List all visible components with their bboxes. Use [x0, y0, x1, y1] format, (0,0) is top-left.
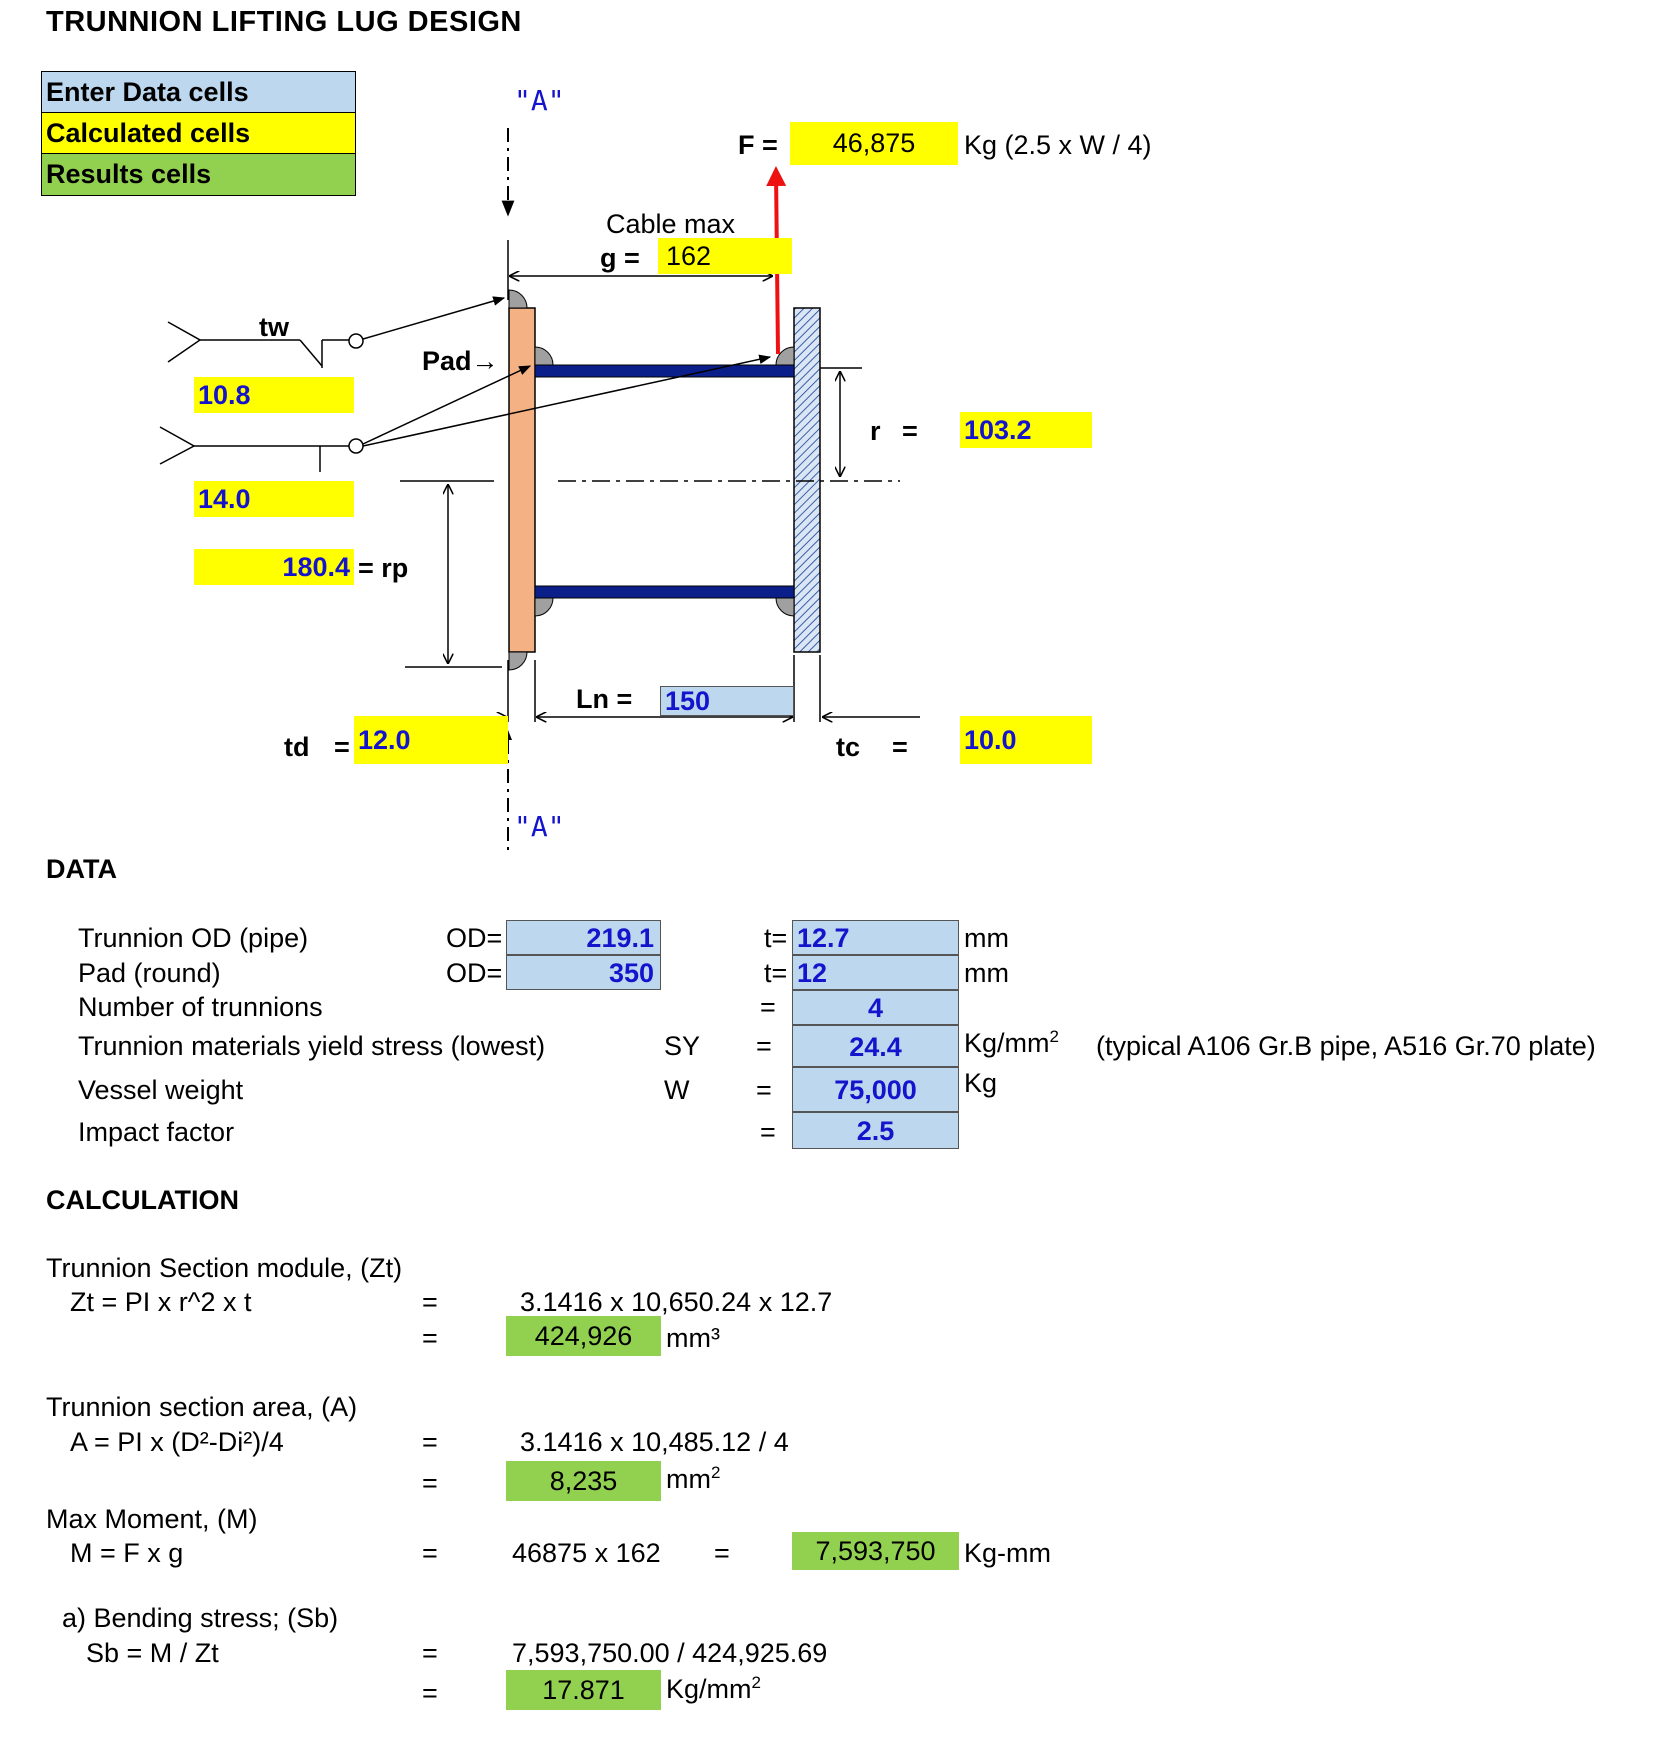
force-label: F = [738, 130, 778, 160]
yield-stress-input[interactable]: 24.4 [792, 1025, 959, 1067]
area-equals-1: = [422, 1427, 438, 1457]
tc-label: tc [836, 732, 861, 762]
zt-formula: Zt = PI x r^2 x t [70, 1287, 252, 1317]
trunnion-t-label: t= [764, 923, 788, 953]
bending-equals-2: = [422, 1678, 438, 1708]
rp-value: 180.4 [194, 549, 354, 585]
tw-label: tw [259, 312, 289, 342]
weld-symbol-2 [159, 354, 772, 507]
weld-size-2-value: 14.0 [194, 481, 354, 517]
force-value: 46,875 [790, 122, 958, 165]
bending-title: a) Bending stress; (Sb) [62, 1603, 339, 1633]
data-label-yield-stress: Trunnion materials yield stress (lowest) [78, 1031, 546, 1061]
area-title: Trunnion section area, (A) [46, 1392, 358, 1422]
r-dimension [820, 367, 862, 476]
g-label: g = [600, 243, 640, 273]
tc-value: 10.0 [960, 716, 1092, 764]
r-value: 103.2 [960, 412, 1092, 448]
td-label: td [284, 732, 310, 762]
legend-enter-data: Enter Data cells [42, 72, 355, 113]
vessel-shell [793, 307, 821, 653]
area-result: 8,235 [506, 1461, 661, 1501]
vessel-weight-input[interactable]: 75,000 [792, 1067, 959, 1112]
number-trunnions-equals: = [760, 992, 776, 1022]
zt-equals-1: = [422, 1287, 438, 1317]
bending-equals-1: = [422, 1638, 438, 1668]
force-unit: Kg (2.5 x W / 4) [964, 130, 1152, 160]
zt-result: 424,926 [506, 1316, 661, 1356]
legend-results: Results cells [42, 154, 355, 195]
weld-fillets [508, 289, 795, 671]
td-value: 12.0 [354, 716, 508, 764]
g-value: 162 [658, 238, 792, 274]
bending-formula: Sb = M / Zt [86, 1638, 219, 1668]
pad-od-label: OD= [446, 958, 503, 988]
impact-factor-input[interactable]: 2.5 [792, 1112, 959, 1149]
tc-equals: = [892, 732, 908, 762]
calculation-heading: CALCULATION [46, 1185, 239, 1215]
pad-plate [508, 307, 536, 653]
data-label-pad: Pad (round) [78, 958, 221, 988]
area-formula: A = PI x (D²-Di²)/4 [70, 1427, 284, 1457]
zt-unit: mm³ [666, 1323, 720, 1353]
trunnion-od-label: OD= [446, 923, 503, 953]
r-equals: = [902, 416, 918, 446]
zt-equals-2: = [422, 1323, 438, 1353]
bending-unit: Kg/mm2 [666, 1673, 761, 1704]
rp-label: = rp [358, 553, 409, 583]
ln-value[interactable]: 150 [660, 686, 794, 716]
yield-stress-unit: Kg/mm2 [964, 1027, 1059, 1058]
pad-od-input[interactable]: 350 [506, 955, 661, 990]
number-trunnions-input[interactable]: 4 [792, 990, 959, 1025]
pad-thickness-input[interactable]: 12 [792, 955, 959, 990]
weld-symbol-1 [167, 296, 506, 368]
moment-unit: Kg-mm [964, 1538, 1051, 1568]
yield-stress-note: (typical A106 Gr.B pipe, A516 Gr.70 plat… [1096, 1031, 1596, 1061]
vessel-weight-unit: Kg [964, 1068, 998, 1098]
zt-title: Trunnion Section module, (Zt) [46, 1253, 403, 1283]
zt-expression: 3.1416 x 10,650.24 x 12.7 [520, 1287, 833, 1317]
moment-title: Max Moment, (M) [46, 1504, 258, 1534]
r-label: r [870, 416, 881, 446]
area-expression: 3.1416 x 10,485.12 / 4 [520, 1427, 789, 1457]
impact-factor-equals: = [760, 1117, 776, 1147]
yield-stress-symbol: SY [664, 1031, 701, 1061]
data-label-vessel-weight: Vessel weight [78, 1075, 244, 1105]
vessel-weight-symbol: W [664, 1075, 690, 1105]
yield-stress-equals: = [756, 1031, 772, 1061]
page-title: TRUNNION LIFTING LUG DESIGN [46, 6, 522, 38]
trunnion-pipe-top-wall [534, 364, 795, 378]
bending-result: 17.871 [506, 1670, 661, 1710]
td-equals: = [334, 732, 350, 762]
bending-expression: 7,593,750.00 / 424,925.69 [512, 1638, 828, 1668]
area-unit: mm2 [666, 1463, 721, 1494]
legend-calculated: Calculated cells [42, 113, 355, 154]
trunnion-thickness-input[interactable]: 12.7 [792, 920, 959, 955]
trunnion-unit: mm [964, 923, 1009, 953]
pad-label: Pad→ [422, 346, 499, 376]
trunnion-pipe-bottom-wall [534, 585, 795, 599]
data-heading: DATA [46, 854, 117, 884]
cable-max-label: Cable max [606, 209, 736, 239]
data-label-impact-factor: Impact factor [78, 1117, 235, 1147]
trunnion-diagram [159, 128, 920, 850]
trunnion-od-input[interactable]: 219.1 [506, 920, 661, 955]
moment-formula: M = F x g [70, 1538, 184, 1568]
legend: Enter Data cells Calculated cells Result… [41, 71, 356, 196]
data-label-trunnion-od: Trunnion OD (pipe) [78, 923, 309, 953]
ln-label: Ln = [576, 684, 633, 714]
pad-unit: mm [964, 958, 1009, 988]
area-equals-2: = [422, 1468, 438, 1498]
moment-equals-2: = [714, 1538, 730, 1568]
data-label-number-trunnions: Number of trunnions [78, 992, 323, 1022]
weld-size-1-value: 10.8 [194, 377, 354, 413]
rp-dimension [400, 480, 502, 668]
section-a-bottom-label: "A" [514, 810, 565, 843]
section-a-top-label: "A" [514, 84, 565, 117]
moment-result: 7,593,750 [792, 1532, 959, 1570]
moment-expression: 46875 x 162 [512, 1538, 661, 1568]
moment-equals-1: = [422, 1538, 438, 1568]
vessel-weight-equals: = [756, 1075, 772, 1105]
pad-t-label: t= [764, 958, 788, 988]
